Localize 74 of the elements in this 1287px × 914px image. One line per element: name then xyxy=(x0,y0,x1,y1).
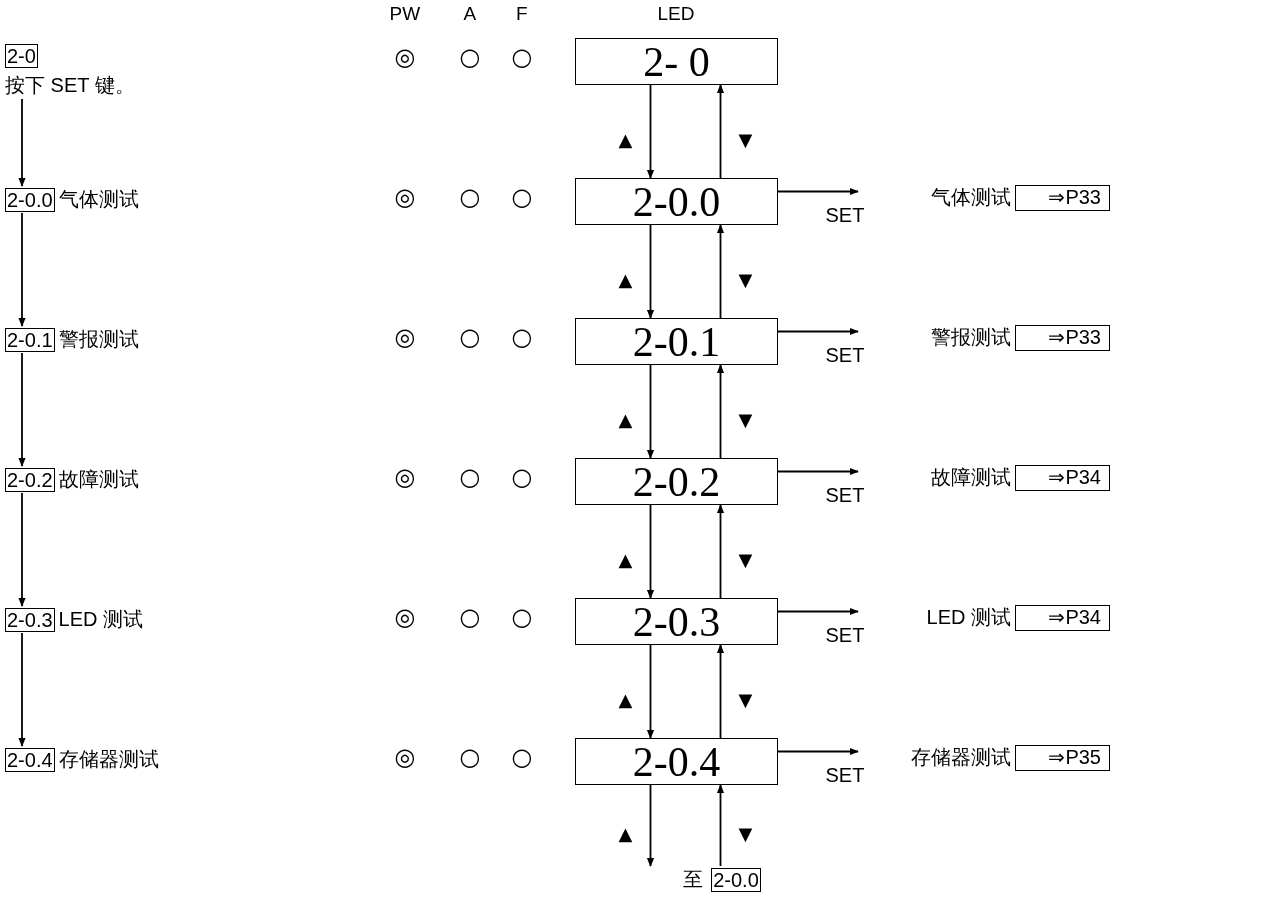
arrow xyxy=(777,607,859,616)
indicator-lamp: ○ xyxy=(459,43,481,71)
indicator-lamp: ◎ xyxy=(394,323,416,351)
step-name: 故障测试 xyxy=(58,467,139,492)
column-header: PW xyxy=(389,3,421,25)
arrow xyxy=(18,632,26,747)
arrow xyxy=(777,747,859,756)
arrow xyxy=(777,327,859,336)
indicator-lamp: ○ xyxy=(459,183,481,211)
indicator-lamp: ◎ xyxy=(394,743,416,771)
indicator-lamp: ○ xyxy=(511,463,533,491)
arrow xyxy=(716,364,725,459)
indicator-lamp: ○ xyxy=(459,743,481,771)
arrow xyxy=(18,98,26,187)
step-code: 2-0.0 xyxy=(5,187,55,212)
step-code: 2-0.1 xyxy=(5,327,55,352)
page-reference: ⇒P34 xyxy=(1015,464,1110,491)
arrow xyxy=(646,784,655,867)
indicator-lamp: ○ xyxy=(459,603,481,631)
indicator-lamp: ◎ xyxy=(394,183,416,211)
arrow xyxy=(716,504,725,599)
led-display: 2-0.1 xyxy=(575,318,778,365)
arrow xyxy=(646,364,655,459)
arrow xyxy=(716,84,725,179)
led-display: 2-0.3 xyxy=(575,598,778,645)
page-reference: ⇒P34 xyxy=(1015,604,1110,631)
arrow xyxy=(646,224,655,319)
indicator-lamp: ◎ xyxy=(394,603,416,631)
test-name: 气体测试 xyxy=(931,185,1011,210)
test-name: LED 测试 xyxy=(926,605,1011,630)
page-reference: ⇒P33 xyxy=(1015,324,1110,351)
indicator-lamp: ○ xyxy=(459,323,481,351)
arrow xyxy=(716,784,725,867)
led-display: 2-0.0 xyxy=(575,178,778,225)
indicator-lamp: ○ xyxy=(511,323,533,351)
page-reference: ⇒P33 xyxy=(1015,184,1110,211)
step-name: 警报测试 xyxy=(58,327,139,352)
indicator-lamp: ○ xyxy=(511,183,533,211)
arrow xyxy=(646,84,655,179)
step-code: 2-0.3 xyxy=(5,607,55,632)
column-header: F xyxy=(516,3,528,25)
indicator-lamp: ○ xyxy=(511,43,533,71)
test-name: 存储器测试 xyxy=(911,745,1011,770)
arrow xyxy=(777,187,859,196)
arrow xyxy=(646,644,655,739)
return-label: 至 xyxy=(683,867,704,892)
arrow xyxy=(18,212,26,327)
step-code: 2-0.2 xyxy=(5,467,55,492)
arrow xyxy=(646,504,655,599)
led-display: 2- 0 xyxy=(575,38,778,85)
step-name: LED 测试 xyxy=(58,607,144,632)
step-code: 2-0.0 xyxy=(711,867,761,892)
step-code: 2-0.4 xyxy=(5,747,55,772)
indicator-lamp: ◎ xyxy=(394,463,416,491)
arrow xyxy=(716,644,725,739)
test-name: 故障测试 xyxy=(931,465,1011,490)
arrow xyxy=(18,352,26,467)
instruction-text: 按下 SET 键。 xyxy=(5,73,135,98)
step-name: 存储器测试 xyxy=(58,747,159,772)
arrow xyxy=(777,467,859,476)
indicator-lamp: ◎ xyxy=(394,43,416,71)
step-code: 2-0 xyxy=(5,44,38,68)
indicator-lamp: ○ xyxy=(511,743,533,771)
led-display: 2-0.4 xyxy=(575,738,778,785)
test-name: 警报测试 xyxy=(931,325,1011,350)
arrow xyxy=(18,492,26,607)
indicator-lamp: ○ xyxy=(459,463,481,491)
led-display: 2-0.2 xyxy=(575,458,778,505)
page-reference: ⇒P35 xyxy=(1015,744,1110,771)
column-header: LED xyxy=(657,3,695,25)
step-name: 气体测试 xyxy=(58,187,139,212)
column-header: A xyxy=(463,3,477,25)
indicator-lamp: ○ xyxy=(511,603,533,631)
arrow xyxy=(716,224,725,319)
